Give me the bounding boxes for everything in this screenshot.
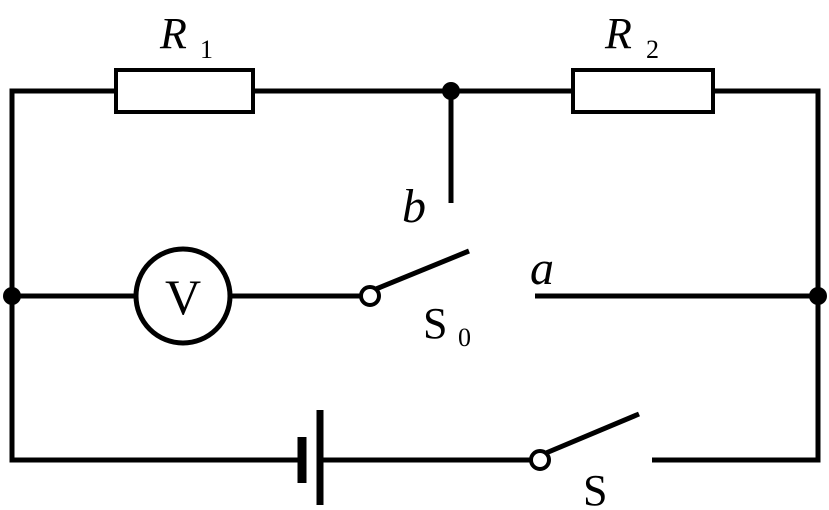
resistor-r2: R 2 — [571, 9, 715, 114]
b-label: b — [402, 180, 426, 233]
switch-s0: S 0 — [359, 248, 471, 352]
s-blade — [545, 411, 640, 456]
voltmeter-label: V — [165, 269, 201, 325]
wire-top-left — [9, 88, 116, 296]
contact-b: b — [402, 82, 460, 233]
r2-subscript: 2 — [646, 35, 659, 64]
resistor-r1: R 1 — [114, 9, 255, 114]
s0-subscript: 0 — [458, 323, 471, 352]
s-label: S — [583, 466, 607, 510]
s-pivot — [529, 449, 551, 471]
r1-subscript: 1 — [200, 35, 213, 64]
bottom-branch: S — [9, 296, 821, 510]
s0-blade — [375, 248, 470, 292]
battery — [297, 410, 324, 505]
wire-top-right — [713, 88, 821, 296]
wire-bottom-right — [652, 296, 821, 463]
middle-branch: V S 0 a — [3, 242, 827, 352]
s0-label: S — [423, 299, 447, 348]
voltmeter: V — [133, 246, 233, 346]
top-branch — [9, 88, 821, 296]
r2-label: R — [604, 9, 632, 58]
wire-bottom-left — [9, 296, 300, 463]
s0-pivot — [359, 285, 381, 307]
r1-label: R — [159, 9, 187, 58]
switch-s: S — [529, 411, 640, 510]
a-label: a — [530, 242, 554, 295]
